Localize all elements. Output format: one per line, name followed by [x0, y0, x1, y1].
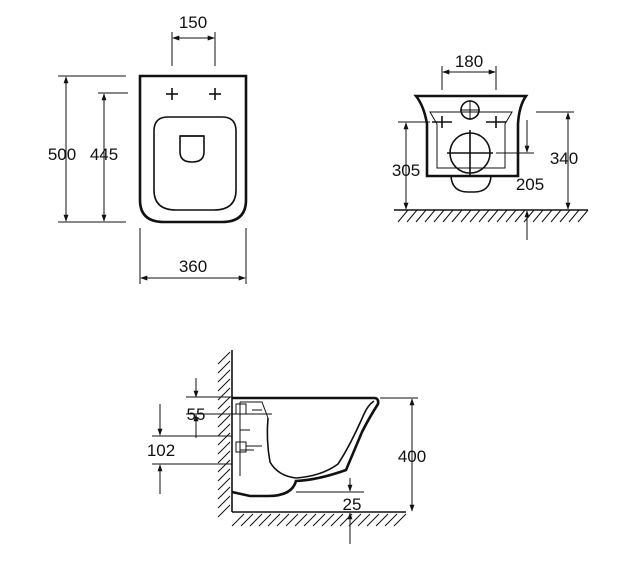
hatch-mark [451, 209, 463, 223]
dim-305-label: 305 [392, 161, 420, 180]
dim-340-label: 340 [550, 149, 578, 168]
front-cross-right [486, 116, 506, 128]
front-view-small-hole [460, 100, 480, 120]
hatch-mark [415, 209, 427, 223]
hatch-mark [217, 423, 231, 437]
front-cross-left [432, 116, 452, 128]
hatch-mark [217, 477, 231, 491]
hatch-mark [294, 513, 308, 527]
top-view-bowl-outline [138, 74, 248, 224]
dim-445-label: 445 [90, 145, 118, 164]
dim-360-label: 360 [179, 257, 207, 276]
hatch-mark [406, 209, 418, 223]
dim-150-label: 150 [179, 13, 207, 32]
hatch-mark [217, 459, 231, 473]
hatch-mark [460, 209, 472, 223]
hatch-mark [267, 513, 281, 527]
hatch-mark [550, 209, 562, 223]
hatch-mark [231, 513, 245, 527]
front-view: 180 305 340 205 [392, 52, 589, 240]
dim-400-label: 400 [398, 447, 426, 466]
hatch-mark [357, 513, 371, 527]
hatch-mark [258, 513, 272, 527]
hatch-mark [303, 513, 317, 527]
hatch-mark [375, 513, 389, 527]
hatch-mark [217, 441, 231, 455]
hatch-mark [217, 405, 231, 419]
front-view-outlet-hole [447, 130, 493, 176]
mounting-cross-left [166, 88, 178, 100]
dim-55-label: 55 [187, 405, 206, 424]
hatch-mark [442, 209, 454, 223]
hatch-mark [469, 209, 481, 223]
hatch-mark [249, 513, 263, 527]
hatch-mark [217, 369, 231, 383]
top-view: 150 500 445 360 [48, 13, 248, 284]
hatch-mark [568, 209, 580, 223]
side-view-bowl [266, 400, 375, 479]
mounting-cross-right [209, 88, 221, 100]
hatch-mark [217, 486, 231, 500]
hatch-mark [217, 378, 231, 392]
dim-500-label: 500 [48, 145, 76, 164]
top-view-flush-hole [179, 135, 205, 163]
hatch-mark [496, 209, 508, 223]
side-wall-hatch [217, 351, 231, 518]
hatch-mark [312, 513, 326, 527]
hatch-mark [532, 209, 544, 223]
hatch-mark [366, 513, 380, 527]
hatch-mark [285, 513, 299, 527]
hatch-mark [478, 209, 490, 223]
hatch-mark [217, 414, 231, 428]
hatch-mark [217, 351, 231, 365]
dim-25-label: 25 [343, 495, 362, 514]
dim-205-label: 205 [516, 175, 544, 194]
hatch-mark [217, 387, 231, 401]
hatch-mark [523, 209, 535, 223]
hatch-mark [514, 209, 526, 223]
hatch-mark [348, 513, 362, 527]
side-view: 55 102 400 25 [147, 350, 426, 544]
dim-180-label: 180 [455, 52, 483, 71]
hatch-mark [393, 513, 407, 527]
hatch-mark [217, 396, 231, 410]
hatch-mark [240, 513, 254, 527]
hatch-mark [384, 513, 398, 527]
hatch-mark [424, 209, 436, 223]
hatch-mark [505, 209, 517, 223]
hatch-mark [217, 504, 231, 518]
hatch-mark [321, 513, 335, 527]
hatch-mark [541, 209, 553, 223]
hatch-mark [487, 209, 499, 223]
side-view-body [231, 396, 380, 498]
hatch-mark [217, 495, 231, 509]
dim-102-label: 102 [147, 441, 175, 460]
hatch-mark [217, 432, 231, 446]
hatch-mark [433, 209, 445, 223]
hatch-mark [577, 209, 589, 223]
front-floor-hatch [397, 209, 589, 223]
top-view-inner-rim [153, 116, 237, 211]
hatch-mark [276, 513, 290, 527]
hatch-mark [217, 450, 231, 464]
hatch-mark [559, 209, 571, 223]
hatch-mark [330, 513, 344, 527]
side-floor-hatch [231, 513, 407, 527]
front-view-body [413, 94, 529, 178]
hatch-mark [217, 360, 231, 374]
front-view-outlet [450, 175, 492, 193]
hatch-mark [217, 468, 231, 482]
hatch-mark [397, 209, 409, 223]
